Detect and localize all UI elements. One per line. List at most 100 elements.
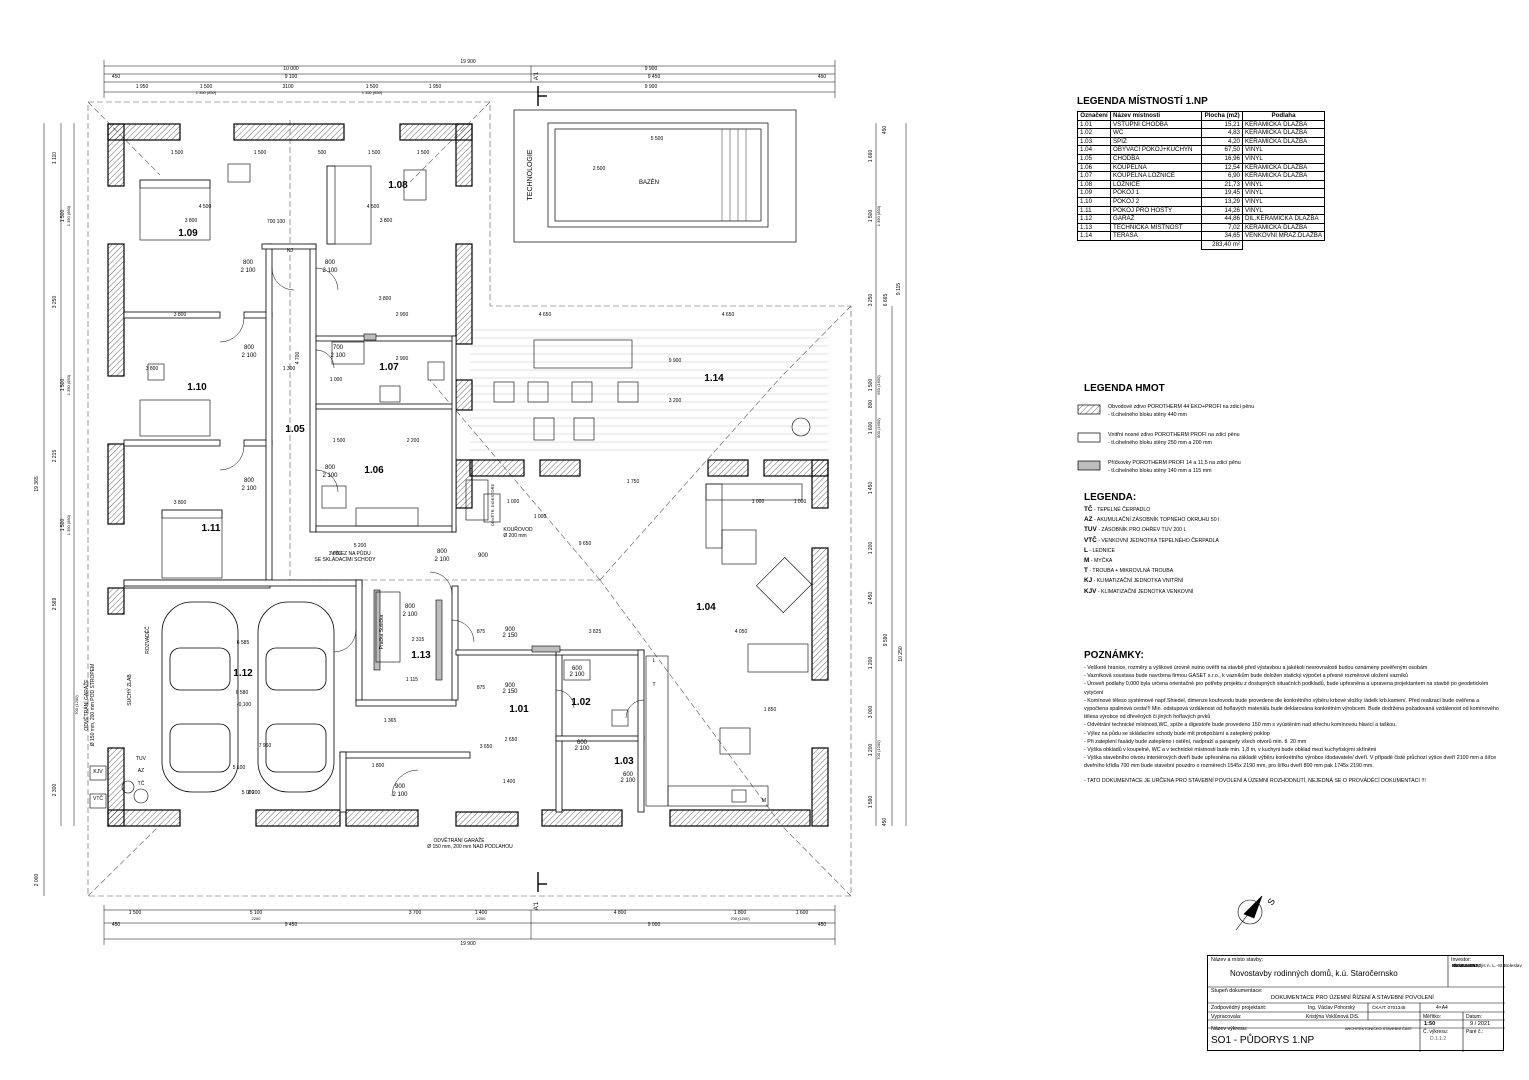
dimension-text: SE SKLÁDACÍMI SCHODY [314, 556, 376, 563]
dimension-text: KJV [93, 769, 103, 775]
room-name: SPÍŽ [1110, 136, 1203, 147]
dimension-text: 6 580 [236, 690, 249, 696]
vertical-dimension-text: 2 300 [52, 784, 58, 797]
material-line: Obvodové zdivo POROTHERM 44 EKO+PROFI na… [1108, 404, 1255, 410]
dimension-text: 3 600 [329, 551, 342, 557]
room-area: 15,21 [1201, 119, 1243, 130]
investor-label: Investor: [1451, 957, 1472, 963]
room-floor: KERAMICKÁ DLAŽBA [1241, 171, 1326, 181]
dimension-text: BAZÉN [639, 179, 659, 186]
dimension-text: 2 500 [593, 166, 606, 172]
vertical-dimension-text: ODVĚTRÁNÍ GARÁŽE [82, 679, 90, 731]
terrace-decking [470, 329, 828, 451]
list-item: T - TROUBA + MIKROVLNÁ TROUBA [1084, 566, 1219, 576]
dimension-text: 4 650 [539, 312, 552, 318]
north-label: S [1265, 896, 1277, 907]
dimension-text: 2 100 [434, 557, 450, 563]
dimension-text: 7 960 [259, 743, 272, 749]
vertical-dimension-text: 800 [868, 400, 874, 409]
note-item: - Veškeré hranice, rozměry a výškové úro… [1084, 665, 1428, 671]
dimension-text: 2200 [477, 916, 487, 921]
dimension-text: 5 200 [354, 543, 367, 549]
note-item: - Při zateplení fasády bude zatepleno i … [1084, 738, 1307, 745]
room-label: 1.10 [187, 382, 207, 393]
dimension-text: 2 900 [396, 356, 409, 362]
room-area: 44,86 [1201, 214, 1243, 224]
vertical-dimension-text: 10 250 [898, 646, 904, 662]
header-code: Označení [1076, 111, 1112, 121]
vertical-dimension-text: 800 (1600) [876, 418, 881, 438]
rooms-total-row: 283,40 m² [1078, 239, 1325, 250]
dimension-text: 450 [818, 74, 827, 80]
dimension-text: 1 000 [330, 377, 343, 383]
vertical-dimension-text: 1 500 [60, 379, 66, 392]
dimension-text: 4 650 [722, 312, 735, 318]
title-block: Název a místo stavby: Novostavby rodinný… [1207, 955, 1522, 1052]
abbrev-text: - AKUMULAČNÍ ZÁSOBNÍK TOPNÉHO OKRUHU 50 … [1092, 517, 1220, 524]
dimension-text: 450 [818, 922, 827, 928]
room-area: 21,73 [1201, 179, 1243, 190]
abbrev-text: - TROUBA + MIKROVLNÁ TROUBA [1087, 568, 1174, 575]
dimension-text: 600 [623, 772, 634, 778]
vertical-dimension-text: ODVĚTR. DIGESTOŘE [490, 483, 495, 526]
room-area: 12,54 [1201, 162, 1243, 173]
dimension-text: 2 200 [407, 438, 420, 444]
vertical-dimension-text: 9 115 [896, 283, 902, 295]
room-code: 1.09 [1076, 188, 1112, 198]
vertical-dimension-text: 4 700 [295, 352, 301, 365]
dimension-text: 2200 [252, 916, 262, 921]
room-name: POKOJ 1 [1110, 188, 1203, 198]
vertical-dimension-text: 1 110 [52, 152, 58, 164]
abbrev-text: - KLIMATIZAČNÍ JEDNOTKA VENKOVNÍ [1096, 588, 1194, 595]
vertical-dimension-text: 3 000 [868, 706, 874, 719]
abbrev-code: TČ [1084, 506, 1093, 513]
dimension-text: 9 450 [285, 922, 298, 928]
vertical-dimension-text: 1 200 [868, 657, 874, 670]
dimension-text: 1 800 [734, 910, 747, 916]
exterior-walls [107, 123, 829, 827]
dimension-text: AZ [138, 768, 144, 774]
place-label: Název a místo stavby: [1211, 957, 1264, 963]
dimension-text: 2 315 [412, 637, 425, 643]
vertical-dimension-text: 2 569 [52, 598, 58, 611]
room-label: 1.07 [379, 362, 399, 373]
section-label: A'1 [534, 71, 540, 80]
dimension-text: TUV [136, 756, 147, 762]
vertical-dimension-text: Pračka Sušička [379, 615, 385, 650]
dimension-text: Ø 200 mm [503, 533, 526, 539]
dimension-text: 2 150 [502, 633, 518, 639]
room-name: WC [1110, 128, 1203, 138]
ckait-number: ČKAIT: 0701348 [1372, 1005, 1406, 1010]
furniture [89, 163, 813, 809]
dimension-text: 10 000 [283, 66, 299, 72]
vertical-dimension-text: ROZVADĚČ [143, 626, 151, 654]
room-floor: KERAMICKÁ DLAŽBA [1241, 136, 1326, 147]
dimension-text: 800 [244, 478, 255, 484]
section-labels: A'1A'1 [534, 71, 540, 910]
dimension-text: 2 150 [502, 689, 518, 695]
dimension-text: 3 800 [185, 218, 198, 224]
room-area: 4,83 [1201, 128, 1243, 138]
room-code: 1.01 [1076, 119, 1112, 130]
vertical-dimension-text: 450 [882, 126, 888, 135]
rooms-table-header: Označení Název místnosti Plocha (m2) Pod… [1076, 111, 1326, 121]
abbrev-code: KJV [1084, 587, 1097, 595]
abbrev-text: - ZÁSOBNÍK PRO OHŘEV TUV 200 L [1096, 527, 1187, 534]
room-code: 1.05 [1076, 153, 1112, 164]
vertical-dimension-text: 650 (1650) [876, 375, 881, 395]
material-line: - tl.cihelného bloku stěny 140 mm a 115 … [1108, 468, 1212, 474]
dimension-text: 900 [505, 683, 516, 689]
partition-walls [363, 333, 561, 681]
vertical-dimension-text: 1 350 (850) [66, 514, 71, 535]
vertical-dimension-text: 2 000 [34, 874, 40, 887]
dimension-text: 4 800 [614, 910, 627, 916]
dimension-text: 1 500 [254, 150, 267, 156]
dimension-text: 2 100 [240, 268, 256, 274]
dimension-text: 9 000 [648, 922, 661, 928]
pool [513, 109, 797, 243]
